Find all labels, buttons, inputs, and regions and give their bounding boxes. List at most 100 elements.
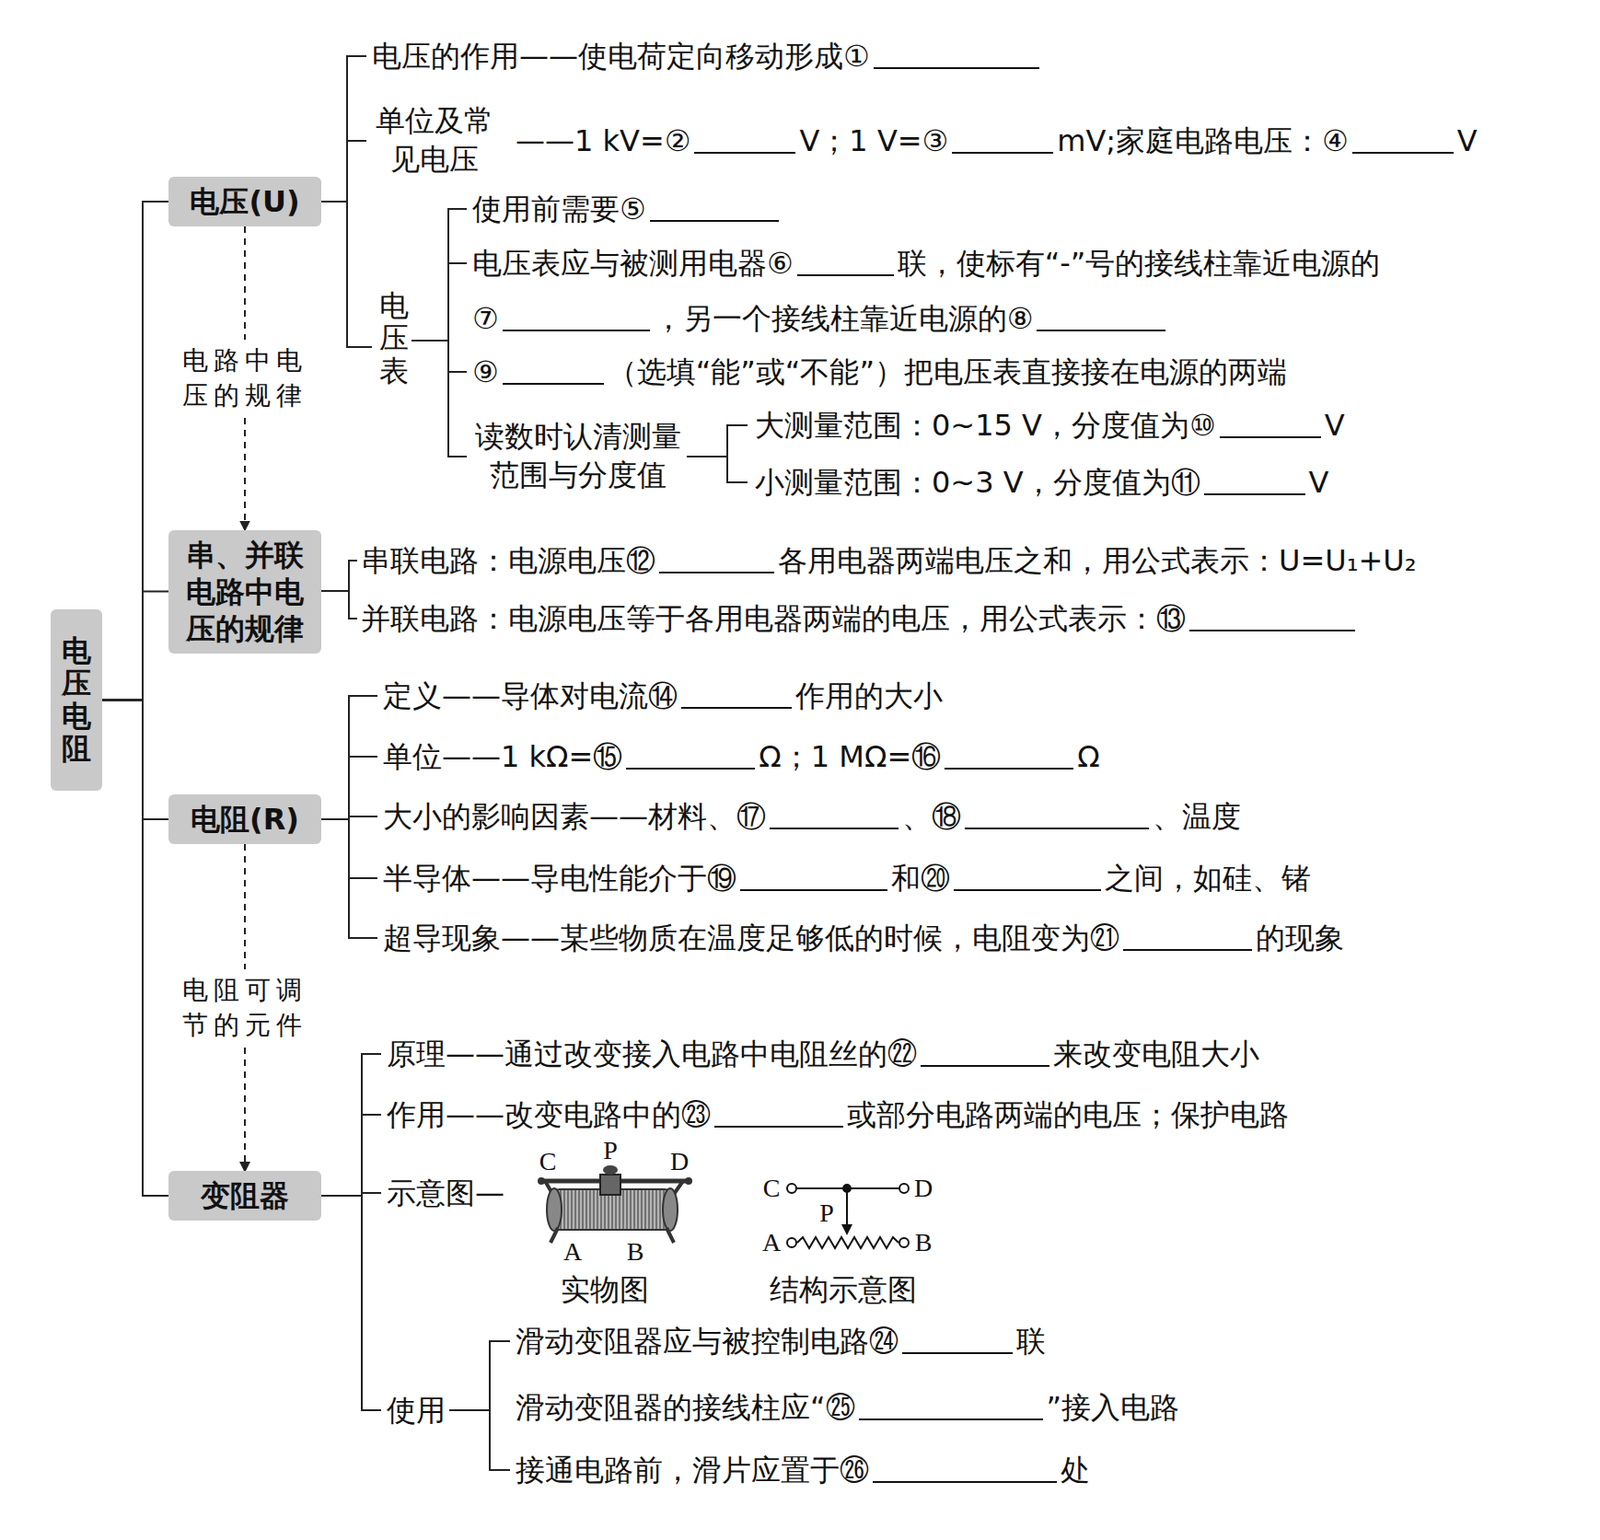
line-text: 并联电路：电源电压等于各用电器两端的电压，用公式表示：⑬ <box>360 600 1186 638</box>
answer-blank <box>1189 603 1356 632</box>
answer-blank <box>953 863 1102 892</box>
line-text: 联，使标有“-”号的接线柱靠近电源的 <box>897 244 1381 282</box>
line-text: V；1 V=③ <box>799 122 949 160</box>
bracket <box>411 208 467 457</box>
answer-blank <box>1352 126 1454 154</box>
category-box: 电压 电阻 <box>50 609 103 791</box>
label-text: 实物图 <box>560 1272 650 1308</box>
answer-blank <box>502 357 604 385</box>
terminal <box>684 1177 693 1185</box>
line-text: ⑦ <box>472 300 499 337</box>
terminal-letter: D <box>670 1145 689 1179</box>
terminal-letter: B <box>626 1235 645 1269</box>
label-text: B <box>915 1228 933 1257</box>
connector <box>102 700 169 821</box>
terminal <box>537 1177 545 1185</box>
line-text: 示意图— <box>386 1174 505 1212</box>
answer-blank <box>740 863 888 892</box>
answer-blank <box>502 303 650 332</box>
line-text: 大小的影响因素——材料、⑰ <box>382 798 766 835</box>
figure-label: 单位及常见电压 <box>370 102 499 179</box>
text-line: 串联电路：电源电压⑫各用电器两端电压之和，用公式表示：U=U₁+U₂ <box>360 542 1417 580</box>
figure-label: 实物图 <box>560 1271 650 1311</box>
slider-arrow <box>846 1188 848 1227</box>
line-text: 、⑱ <box>902 798 962 835</box>
category-box: 变阻器 <box>168 1171 322 1221</box>
line-text: 电压的作用——使电荷定向移动形成① <box>371 37 870 75</box>
line-text: V <box>1309 463 1330 501</box>
edge-label: 电路中电压的规律 <box>180 339 310 418</box>
line-text: 处 <box>1060 1451 1090 1489</box>
text-line: 半导体——导电性能介于⑲和⑳之间，如硅、锗 <box>382 859 1311 897</box>
resistor-symbol <box>797 1237 899 1249</box>
bracket <box>321 56 372 348</box>
line-text: 超导现象——某些物质在温度足够低的时候，电阻变为㉑ <box>382 919 1120 957</box>
line-text: mV;家庭电路电压：④ <box>1056 122 1349 160</box>
line-text: 原理——通过改变接入电路中电阻丝的㉒ <box>386 1035 917 1073</box>
answer-blank <box>714 1100 844 1128</box>
category-box: 串、并联电路中电压的规律 <box>168 530 322 654</box>
figure-label: 结构示意图 <box>769 1271 917 1311</box>
label-text: A <box>762 1228 781 1257</box>
line-text: Ω <box>1077 738 1100 776</box>
rheostat-photo <box>537 1165 693 1243</box>
label-text: 单位及常见电压 <box>375 103 494 177</box>
line-text: 联 <box>1016 1322 1046 1360</box>
box-title: 电压(U) <box>189 183 300 221</box>
answer-blank <box>1036 303 1166 332</box>
label-text: 电压表 <box>379 289 409 388</box>
text-line: 定义——导体对电流⑭ 作用的大小 <box>382 677 943 715</box>
text-line: 电压的作用——使电荷定向移动形成① <box>371 37 1044 75</box>
text-line: 滑动变阻器的接线柱应“㉕”接入电路 <box>515 1389 1180 1427</box>
box-title: 变阻器 <box>200 1177 290 1215</box>
box-title: 电阻(R) <box>190 800 300 838</box>
line-text: 使用前需要⑤ <box>472 190 647 228</box>
text-line: 大小的影响因素——材料、⑰ 、⑱ 、温度 <box>382 798 1241 835</box>
terminal-letter: D <box>914 1171 933 1206</box>
line-text: 滑动变阻器的接线柱应“㉕ <box>515 1389 856 1427</box>
terminal <box>899 1238 909 1248</box>
text-line: 大测量范围：0~15 V，分度值为⑩V <box>754 406 1345 444</box>
text-line: 作用——改变电路中的㉓或部分电路两端的电压；保护电路 <box>386 1096 1289 1134</box>
box-title: 电压 电阻 <box>61 635 92 766</box>
line-text: V <box>1457 122 1478 160</box>
bracket <box>321 1054 382 1411</box>
answer-blank <box>951 126 1054 154</box>
answer-blank <box>902 1326 1013 1355</box>
rheostat-end <box>662 1188 678 1231</box>
line-text: 来改变电阻大小 <box>1053 1035 1260 1073</box>
label-text: C <box>763 1173 781 1203</box>
category-box: 电阻(R) <box>168 794 322 845</box>
text-line: 示意图— <box>386 1174 505 1212</box>
line-text: 和⑳ <box>891 859 951 897</box>
line-text: （选填“能”或“不能”）把电压表直接接在电源的两端 <box>607 353 1287 391</box>
line-text: 大测量范围：0~15 V，分度值为⑩ <box>754 406 1217 444</box>
text-line: 使用 <box>386 1391 446 1429</box>
vertical-label: 电压表 <box>379 289 409 388</box>
line-text: ，另一个接线柱靠近电源的⑧ <box>653 300 1034 337</box>
answer-blank <box>872 1455 1057 1484</box>
label-text: C <box>539 1147 557 1176</box>
line-text: Ω；1 MΩ=⑯ <box>758 738 941 776</box>
rheostat-end <box>546 1188 562 1231</box>
rheostat-schematic <box>787 1183 909 1249</box>
connector <box>102 700 169 1197</box>
label-text: 结构示意图 <box>769 1272 917 1308</box>
line-text: 使用 <box>386 1391 446 1429</box>
line-text: 电压表应与被测用电器⑥ <box>472 244 794 282</box>
box-title: 串、并联电路中电压的规律 <box>177 536 313 648</box>
line-text: 、温度 <box>1152 798 1241 835</box>
answer-blank <box>769 801 899 830</box>
label-text: P <box>819 1198 835 1228</box>
connector <box>102 201 169 701</box>
line-text: 作用的大小 <box>795 677 943 715</box>
bracket <box>321 695 378 939</box>
terminal <box>899 1183 909 1194</box>
line-text: 之间，如硅、锗 <box>1104 859 1311 897</box>
answer-blank <box>1219 410 1322 439</box>
line-text: 定义——导体对电流⑭ <box>382 677 678 715</box>
answer-blank <box>920 1039 1050 1067</box>
line-text: 滑动变阻器应与被控制电路㉔ <box>515 1322 899 1360</box>
text-line: 滑动变阻器应与被控制电路㉔ 联 <box>515 1322 1046 1360</box>
figure-label: 读数时认清测量范围与分度值 <box>471 417 685 495</box>
